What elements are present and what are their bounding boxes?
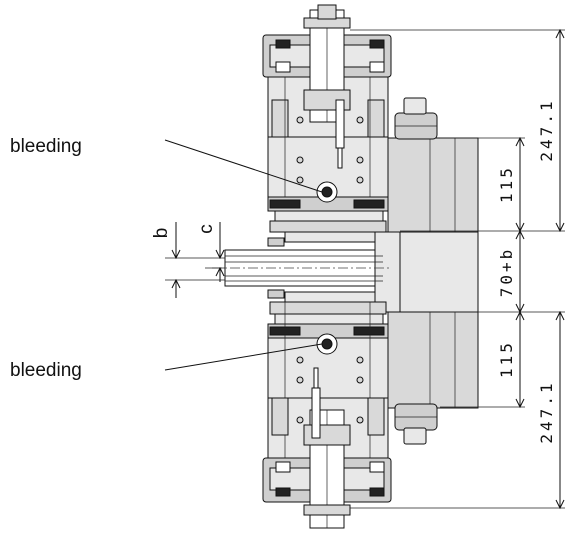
bleeding-label-top: bleeding — [10, 136, 82, 157]
bolt-head-top — [394, 97, 438, 140]
upper-caliper-assembly — [262, 4, 392, 247]
dim-top-section: 115 — [497, 165, 516, 203]
lower-caliper-assembly — [262, 289, 392, 529]
housing-body — [387, 137, 479, 409]
label-b: b — [151, 228, 172, 239]
callout-leaders — [164, 139, 323, 371]
dim-bottom-overall: 247.1 — [537, 380, 556, 443]
brake-disc-section — [212, 231, 401, 313]
bolt-head-bottom — [394, 403, 438, 445]
dim-bottom-section: 115 — [497, 340, 516, 378]
bleeding-label-bottom: bleeding — [10, 360, 82, 381]
label-c: c — [196, 224, 217, 234]
gap-dimensions — [165, 222, 225, 298]
dim-middle-gap: 70+b — [497, 247, 516, 298]
dim-top-overall: 247.1 — [537, 98, 556, 161]
dimension-lines — [350, 28, 565, 510]
